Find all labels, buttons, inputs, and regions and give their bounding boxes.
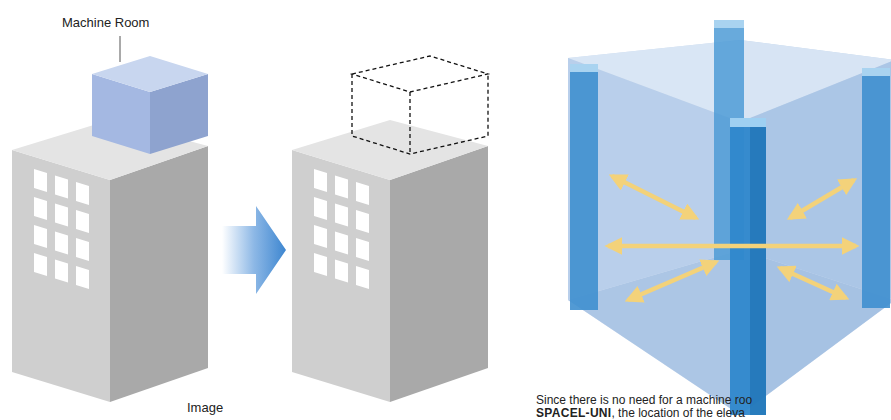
label: Image [187,401,223,415]
building [12,120,208,402]
window [55,259,68,282]
window [55,203,68,226]
window [335,259,348,282]
window [314,197,327,220]
product-name: SPACEL-UNI [536,406,611,420]
machine-room [92,56,208,154]
leader-line [120,36,121,62]
window [356,238,369,261]
label: Machine Room [62,16,149,30]
window [356,182,369,205]
window [356,210,369,233]
window [314,225,327,248]
window [55,175,68,198]
note-line: Since there is no need for a machine roo [536,394,752,406]
building [292,120,488,402]
window [335,203,348,226]
layout-arrows [608,176,856,300]
window [356,266,369,289]
note-line: SPACEL-UNI, the location of the eleva [536,407,745,419]
window [314,253,327,276]
window [76,238,89,261]
note-text: , the location of the eleva [611,406,744,420]
hoistway-cube [568,20,891,415]
window [76,210,89,233]
window [335,175,348,198]
window [76,266,89,289]
transition-arrow [222,206,286,294]
removed-machine-room [352,56,488,154]
note-text: Since there is no need for a machine roo [536,393,752,407]
window [314,169,327,192]
window [34,253,47,276]
window [55,231,68,254]
window [34,197,47,220]
window [335,231,348,254]
window [76,182,89,205]
window [34,169,47,192]
window [34,225,47,248]
